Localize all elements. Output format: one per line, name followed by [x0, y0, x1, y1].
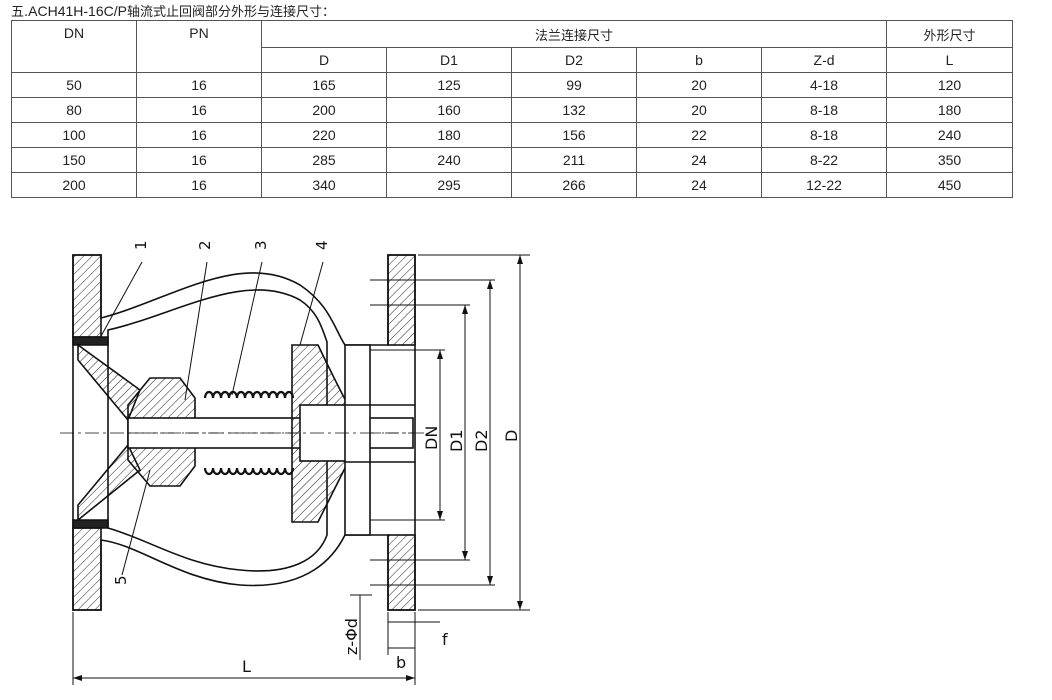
- cell-b: 20: [636, 97, 762, 123]
- cell-D1: 180: [386, 122, 512, 148]
- header-flange-group: 法兰连接尺寸: [260, 20, 888, 48]
- dim-D1-label: D1: [447, 430, 466, 453]
- header-pn: PN: [136, 20, 262, 73]
- header-col-D: D: [261, 47, 387, 73]
- header-col-Zd: Z-d: [760, 47, 888, 73]
- header-col-D2: D2: [511, 47, 637, 73]
- cell-D: 200: [261, 97, 387, 123]
- cell-L: 180: [886, 97, 1014, 123]
- cell-D: 165: [261, 72, 387, 98]
- header-col-D1: D1: [386, 47, 512, 73]
- cell-D: 340: [261, 172, 387, 198]
- cell-pn: 16: [136, 147, 262, 173]
- dim-D2-label: D2: [472, 430, 491, 453]
- table-row: 100 16 220 180 156 22 8-18 240: [11, 122, 1014, 148]
- callout-5: 5: [112, 575, 130, 585]
- cell-dn: 150: [11, 147, 137, 173]
- cell-D1: 160: [386, 97, 512, 123]
- caption-title: 轴流式止回阀部分外形与连接尺寸：: [126, 5, 335, 20]
- dim-b-label: b: [396, 653, 406, 672]
- callout-4: 4: [313, 240, 331, 250]
- dim-Zd-label: z-Φd: [342, 618, 361, 655]
- table-row: 50 16 165 125 99 20 4-18 120: [11, 72, 1014, 98]
- cell-D2: 99: [511, 72, 637, 98]
- cell-D: 285: [261, 147, 387, 173]
- dim-DN-label: DN: [422, 426, 441, 450]
- callout-2: 2: [196, 240, 214, 250]
- callout-1: 1: [132, 240, 150, 250]
- cell-L: 240: [886, 122, 1014, 148]
- cell-L: 350: [886, 147, 1014, 173]
- table-caption: 五.ACH41H-16C/P轴流式止回阀部分外形与连接尺寸：: [11, 2, 335, 22]
- cell-D1: 125: [386, 72, 512, 98]
- dimension-table: DN PN 法兰连接尺寸 外形尺寸 D D1 D2 b Z-d L 50 16 …: [11, 20, 1014, 198]
- cell-L: 120: [886, 72, 1014, 98]
- cell-b: 24: [636, 147, 762, 173]
- callout-3: 3: [252, 240, 270, 250]
- table-row: 150 16 285 240 211 24 8-22 350: [11, 147, 1014, 173]
- caption-model: ACH41H-16C/P: [28, 3, 127, 19]
- cell-Zd: 12-22: [760, 172, 888, 198]
- cell-b: 20: [636, 72, 762, 98]
- dim-f-label: f: [442, 630, 448, 649]
- cell-Zd: 8-18: [760, 97, 888, 123]
- cell-D2: 211: [511, 147, 637, 173]
- cell-D2: 156: [511, 122, 637, 148]
- cell-dn: 200: [11, 172, 137, 198]
- cell-pn: 16: [136, 172, 262, 198]
- cell-b: 22: [636, 122, 762, 148]
- header-outline-group: 外形尺寸: [886, 20, 1014, 48]
- cell-pn: 16: [136, 97, 262, 123]
- valve-body-cavity: [107, 289, 328, 572]
- cell-D: 220: [261, 122, 387, 148]
- caption-prefix: 五.: [11, 5, 29, 20]
- dim-D-label: D: [502, 430, 521, 442]
- cell-pn: 16: [136, 122, 262, 148]
- cell-D2: 266: [511, 172, 637, 198]
- cell-dn: 80: [11, 97, 137, 123]
- valve-section-drawing: 1 2 3 4 5 DN D1 D2 D: [60, 240, 530, 685]
- spring: [203, 390, 295, 476]
- table-subheader-row: D D1 D2 b Z-d L: [12, 47, 1014, 73]
- cell-Zd: 8-22: [760, 147, 888, 173]
- cell-L: 450: [886, 172, 1014, 198]
- header-col-b: b: [636, 47, 762, 73]
- cell-dn: 50: [11, 72, 137, 98]
- cell-D1: 295: [386, 172, 512, 198]
- table-row: 200 16 340 295 266 24 12-22 450: [11, 172, 1014, 198]
- cell-Zd: 8-18: [760, 122, 888, 148]
- table-row: 80 16 200 160 132 20 8-18 180: [11, 97, 1014, 123]
- table-header-row: DN PN 法兰连接尺寸 外形尺寸: [11, 20, 1014, 73]
- dim-L-label: L: [242, 657, 251, 676]
- header-col-L: L: [886, 47, 1014, 73]
- cell-pn: 16: [136, 72, 262, 98]
- cell-Zd: 4-18: [760, 72, 888, 98]
- cell-D2: 132: [511, 97, 637, 123]
- cell-b: 24: [636, 172, 762, 198]
- cell-dn: 100: [11, 122, 137, 148]
- header-dn: DN: [11, 20, 137, 73]
- cell-D1: 240: [386, 147, 512, 173]
